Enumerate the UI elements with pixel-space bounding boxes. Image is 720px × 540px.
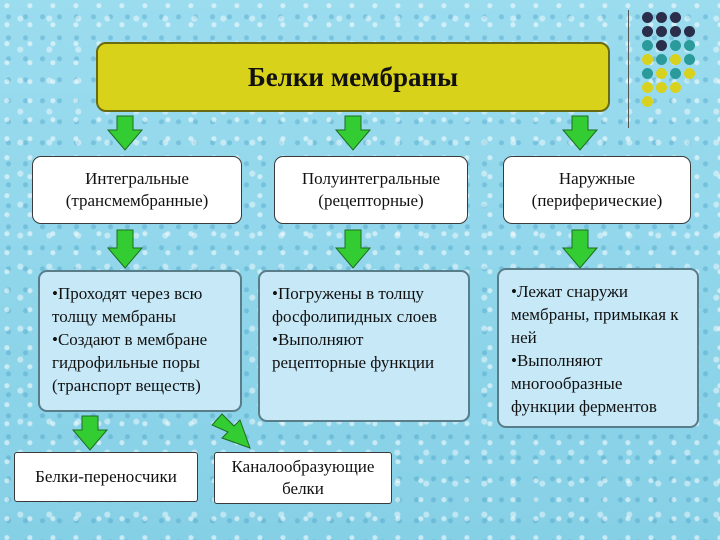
arrow-down-icon	[563, 230, 597, 268]
arrow-down-icon	[563, 116, 597, 150]
arrow-diagonal-icon	[212, 414, 250, 448]
arrow-down-icon	[336, 230, 370, 268]
arrow-down-icon	[73, 416, 107, 450]
arrow-down-icon	[108, 230, 142, 268]
arrow-down-icon	[336, 116, 370, 150]
arrow-down-icon	[108, 116, 142, 150]
